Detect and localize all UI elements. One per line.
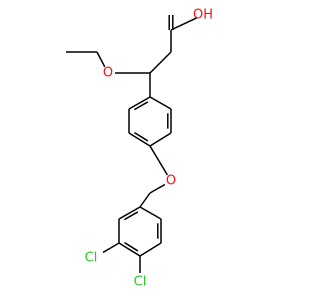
bond-r2_c3-r2_c4-inner [124, 241, 139, 252]
bond-r1_c4-r1_c5 [149, 132, 172, 147]
bond-r2_c6-r2_c1 [139, 206, 162, 220]
bond-r2_c1-r2_c2 [118, 206, 141, 220]
bond-o_aryl_ether-c_benzyl-a [157, 183, 166, 190]
bond-r1_c6-r1_c1 [149, 96, 172, 110]
atom-label-o-hydroxyl: OH [193, 8, 213, 23]
atom-label-cl-3: Cl [85, 251, 98, 266]
bond-r1_c3-r1_c4 [128, 132, 151, 147]
bond-r1_c4-o_aryl_ether-a [149, 145, 160, 161]
bond-r1_c1-r1_c2-inner [133, 101, 149, 111]
bond-c_cooh-o_hydroxyl-b [183, 17, 197, 25]
bond-r2_c1-r2_c2-inner [123, 211, 139, 221]
atom-label-o-ether: O [103, 66, 113, 81]
bond-r2_c3-cl_3-a [110, 242, 120, 249]
bond-o_ether-c_ethyl_ch2-b [96, 51, 102, 60]
bond-r2_c4-r2_c5 [139, 242, 162, 257]
bond-c_cooh-o_hydroxyl-a [170, 23, 185, 31]
bond-c_ch2-c_chiral [149, 51, 172, 74]
bond-o_ether-c_ethyl_ch2-a [100, 59, 106, 68]
bond-r1_c3-r1_c4-inner [134, 131, 149, 142]
bond-r2_c3-r2_c4 [118, 242, 141, 257]
bond-o_aryl_ether-c_benzyl-b [149, 188, 158, 194]
atom-label-o-aryl-ether: O [166, 174, 176, 189]
bond-r2_c3-cl_3-b [102, 247, 112, 254]
bond-r1_c4-o_aryl_ether-b [158, 160, 169, 176]
atom-label-cl-4: Cl [134, 275, 147, 290]
bond-c_benzyl-r2_c1 [139, 192, 151, 208]
bond-r1_c1-r1_c2 [128, 96, 151, 110]
